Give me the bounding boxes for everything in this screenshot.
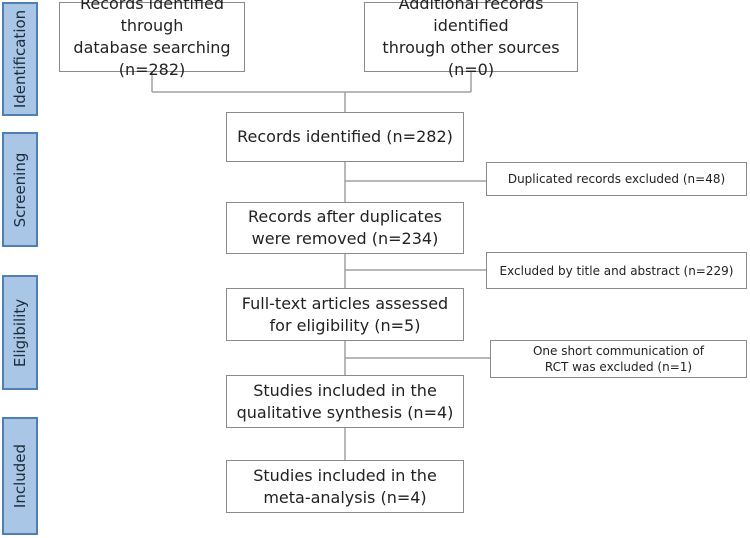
box-text: Studies included in the meta-analysis (n…	[253, 465, 437, 507]
box-excluded-short-communication: One short communication of RCT was exclu…	[490, 340, 747, 378]
stage-label: Included	[11, 443, 29, 509]
exclusion-text: One short communication of RCT was exclu…	[532, 344, 705, 374]
box-database-records: Records identified through database sear…	[59, 0, 245, 79]
box-full-text: Full-text articles assessed for eligibil…	[226, 288, 464, 341]
box-excluded-duplicates: Duplicated records excluded (n=48)	[486, 162, 747, 196]
stage-label: Eligibility	[11, 298, 29, 367]
stage-identification: Identification	[2, 2, 38, 116]
box-after-duplicates: Records after duplicates were removed (n…	[226, 202, 464, 254]
stage-label: Identification	[11, 9, 29, 109]
stage-included: Included	[2, 417, 38, 535]
box-text: Records identified through database sear…	[73, 0, 231, 79]
box-qualitative: Studies included in the qualitative synt…	[226, 375, 464, 428]
box-text: Additional records identified through ot…	[382, 0, 560, 79]
box-meta-analysis: Studies included in the meta-analysis (n…	[226, 460, 464, 513]
box-other-sources: Additional records identified through ot…	[364, 0, 578, 79]
box-excluded-title-abstract: Excluded by title and abstract (n=229)	[486, 252, 747, 289]
box-text: Records identified (n=282)	[237, 127, 453, 146]
stage-eligibility: Eligibility	[2, 275, 38, 390]
exclusion-text: Excluded by title and abstract (n=229)	[499, 263, 734, 278]
stage-screening: Screening	[2, 132, 38, 247]
box-text: Full-text articles assessed for eligibil…	[241, 293, 449, 335]
stage-label: Screening	[11, 152, 29, 227]
box-records-identified: Records identified (n=282)	[226, 112, 464, 162]
box-text: Studies included in the qualitative synt…	[236, 380, 454, 422]
box-text: Records after duplicates were removed (n…	[247, 207, 443, 248]
exclusion-text: Duplicated records excluded (n=48)	[507, 172, 726, 186]
